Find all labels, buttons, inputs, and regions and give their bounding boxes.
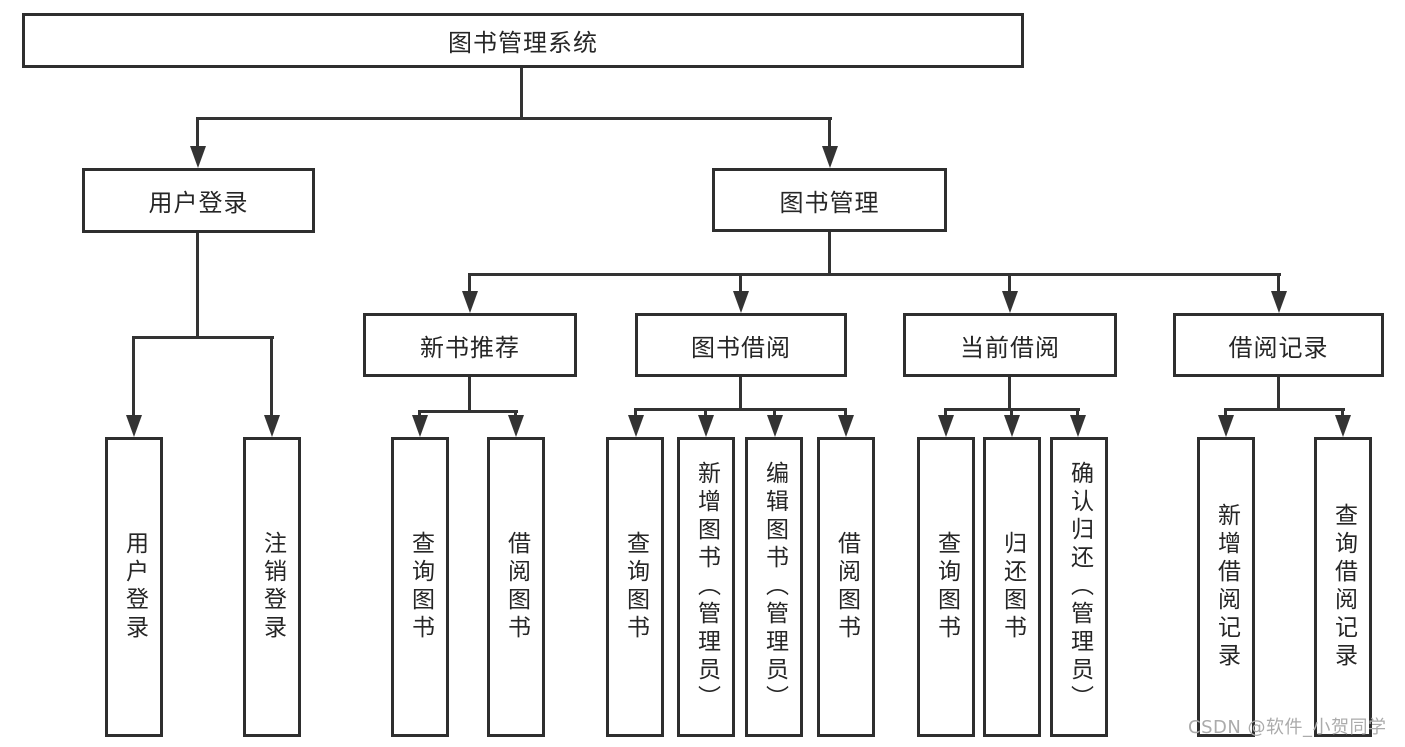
leaf-query-book-borrow: 查询图书 [606, 437, 664, 737]
node-borrow-records: 借阅记录 [1173, 313, 1384, 377]
connector-arrowhead [628, 415, 644, 437]
connector-arrowhead [822, 146, 838, 168]
connector-arrowhead [1070, 415, 1086, 437]
leaf-add-book-admin: 新增图书（管理员） [677, 437, 735, 737]
connector-line [1277, 377, 1280, 410]
connector-line [635, 408, 847, 411]
connector-line [1076, 408, 1079, 418]
connector-line [739, 377, 742, 410]
connector-line [468, 273, 471, 295]
connector-line [634, 408, 637, 418]
connector-line [132, 336, 135, 418]
connector-arrowhead [190, 146, 206, 168]
leaf-user-login: 用户登录 [105, 437, 163, 737]
connector-line [1010, 408, 1013, 418]
connector-arrowhead [508, 415, 524, 437]
connector-arrowhead [698, 415, 714, 437]
connector-arrowhead [1335, 415, 1351, 437]
connector-line [270, 336, 273, 418]
leaf-edit-book-admin: 编辑图书（管理员） [745, 437, 803, 737]
csdn-watermark: CSDN @软件_小贺同学 [1188, 717, 1387, 738]
connector-arrowhead [462, 291, 478, 313]
leaf-query-borrow-record: 查询借阅记录 [1314, 437, 1372, 737]
connector-arrowhead [1271, 291, 1287, 313]
connector-line [828, 232, 831, 276]
connector-arrowhead [1004, 415, 1020, 437]
connector-line [196, 233, 199, 338]
leaf-query-book-recommend: 查询图书 [391, 437, 449, 737]
connector-line [196, 117, 199, 150]
connector-line [520, 68, 523, 119]
connector-line [844, 408, 847, 418]
connector-line [944, 408, 947, 418]
connector-line [704, 408, 707, 418]
connector-arrowhead [838, 415, 854, 437]
leaf-borrow-book: 借阅图书 [817, 437, 875, 737]
leaf-borrow-book-recommend: 借阅图书 [487, 437, 545, 737]
node-user-login: 用户登录 [82, 168, 315, 233]
connector-line [1341, 408, 1344, 418]
leaf-query-book-current: 查询图书 [917, 437, 975, 737]
connector-line [468, 273, 1281, 276]
connector-line [739, 273, 742, 295]
connector-arrowhead [938, 415, 954, 437]
connector-line [828, 117, 831, 150]
connector-line [133, 336, 274, 339]
connector-line [197, 117, 832, 120]
node-root: 图书管理系统 [22, 13, 1024, 68]
connector-arrowhead [767, 415, 783, 437]
connector-arrowhead [733, 291, 749, 313]
node-new-book-recommend: 新书推荐 [363, 313, 577, 377]
connector-arrowhead [126, 415, 142, 437]
node-current-borrow: 当前借阅 [903, 313, 1117, 377]
leaf-add-borrow-record: 新增借阅记录 [1197, 437, 1255, 737]
node-book-management: 图书管理 [712, 168, 947, 232]
connector-line [773, 408, 776, 418]
connector-line [1277, 273, 1280, 295]
connector-line [1225, 408, 1345, 411]
connector-arrowhead [1218, 415, 1234, 437]
connector-line [1008, 273, 1011, 295]
connector-line [468, 377, 471, 412]
connector-line [1224, 408, 1227, 418]
connector-arrowhead [1002, 291, 1018, 313]
connector-line [418, 410, 518, 413]
node-book-borrow: 图书借阅 [635, 313, 847, 377]
leaf-logout: 注销登录 [243, 437, 301, 737]
leaf-return-book: 归还图书 [983, 437, 1041, 737]
connector-arrowhead [412, 415, 428, 437]
connector-line [1008, 377, 1011, 410]
connector-arrowhead [264, 415, 280, 437]
leaf-confirm-return-admin: 确认归还（管理员） [1050, 437, 1108, 737]
